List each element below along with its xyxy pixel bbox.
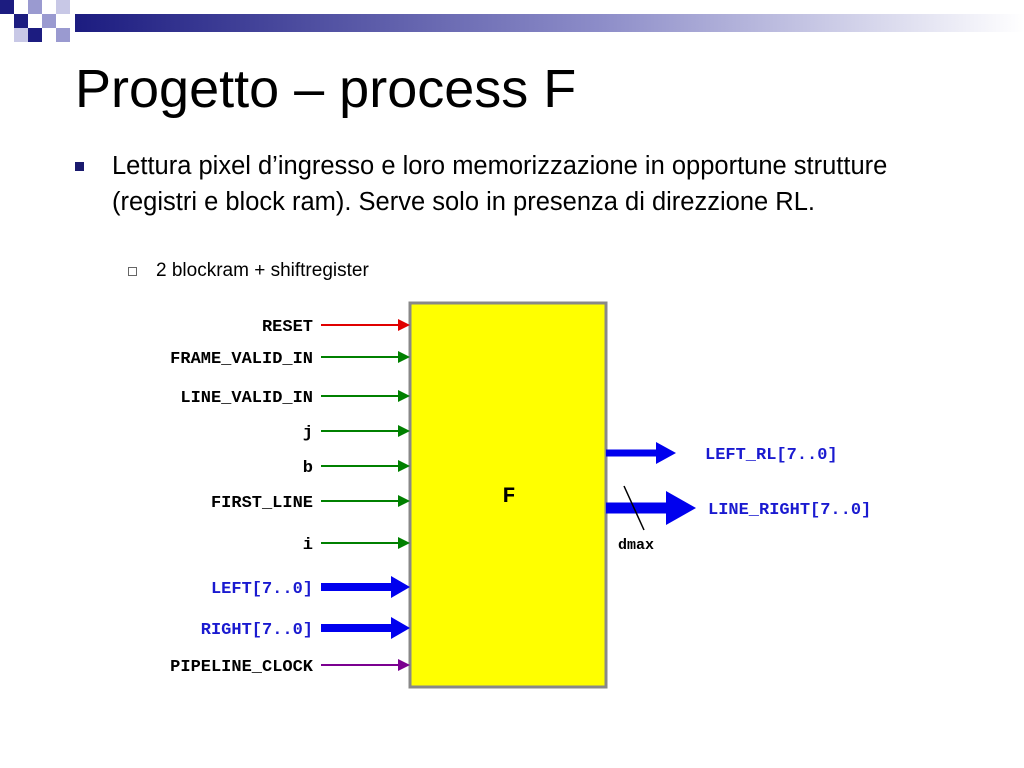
header-decoration [0,0,1024,42]
slide-title: Progetto – process F [75,59,577,119]
input-j: j [303,424,410,443]
input-reset: RESET [262,318,410,337]
input-right-7-0: RIGHT[7..0] [201,617,410,640]
input-line-valid-in: LINE_VALID_IN [180,389,410,408]
input-i: i [303,536,410,555]
output-left-rl-7-0: LEFT_RL[7..0] [606,442,838,465]
square-bullet-icon [75,162,84,171]
input-label: LEFT[7..0] [211,580,313,599]
output-label: LINE_RIGHT[7..0] [708,501,871,520]
input-left-7-0: LEFT[7..0] [211,576,410,599]
input-label: LINE_VALID_IN [180,389,313,408]
arrow-head-icon [398,351,410,363]
hollow-square-bullet-icon [128,267,137,276]
arrow-head-icon [398,495,410,507]
arrow-head-icon [398,460,410,472]
output-line-right-7-0: LINE_RIGHT[7..0] [606,491,871,525]
output-signals: LEFT_RL[7..0] LINE_RIGHT[7..0] [606,442,871,525]
block-label: F [502,484,515,509]
arrow-head-icon [656,442,676,464]
input-pipeline-clock: PIPELINE_CLOCK [170,658,410,677]
process-block [408,301,608,689]
bus-line [606,502,668,514]
arrow-head-icon [391,617,410,639]
input-b: b [303,459,410,478]
input-label: j [303,424,313,443]
arrow-head-icon [398,659,410,671]
bus-line [606,449,658,457]
input-label: i [303,536,313,555]
output-label: LEFT_RL[7..0] [705,446,838,465]
bus-line [321,624,393,632]
arrow-head-icon [398,425,410,437]
arrow-head-icon [398,319,410,331]
input-label: b [303,459,313,478]
input-label: RESET [262,318,313,337]
sub-bullet-text: 2 blockram + shiftregister [156,260,369,281]
arrow-head-icon [398,537,410,549]
input-label: PIPELINE_CLOCK [170,658,314,677]
input-first-line: FIRST_LINE [211,494,410,513]
arrow-head-icon [666,491,696,525]
input-label: RIGHT[7..0] [201,621,313,640]
input-label: FRAME_VALID_IN [170,350,313,369]
input-label: FIRST_LINE [211,494,313,513]
input-signals: RESET FRAME_VALID_IN LINE_VALID_INjbFIRST_… [170,318,410,677]
dmax-annotation: dmax [618,537,654,554]
bullet-text: Lettura pixel d’ingresso e loro memorizz… [112,152,888,216]
input-frame-valid-in: FRAME_VALID_IN [170,350,410,369]
bus-width-tick [623,485,645,531]
bus-line [321,583,393,591]
arrow-head-icon [398,390,410,402]
arrow-head-icon [391,576,410,598]
